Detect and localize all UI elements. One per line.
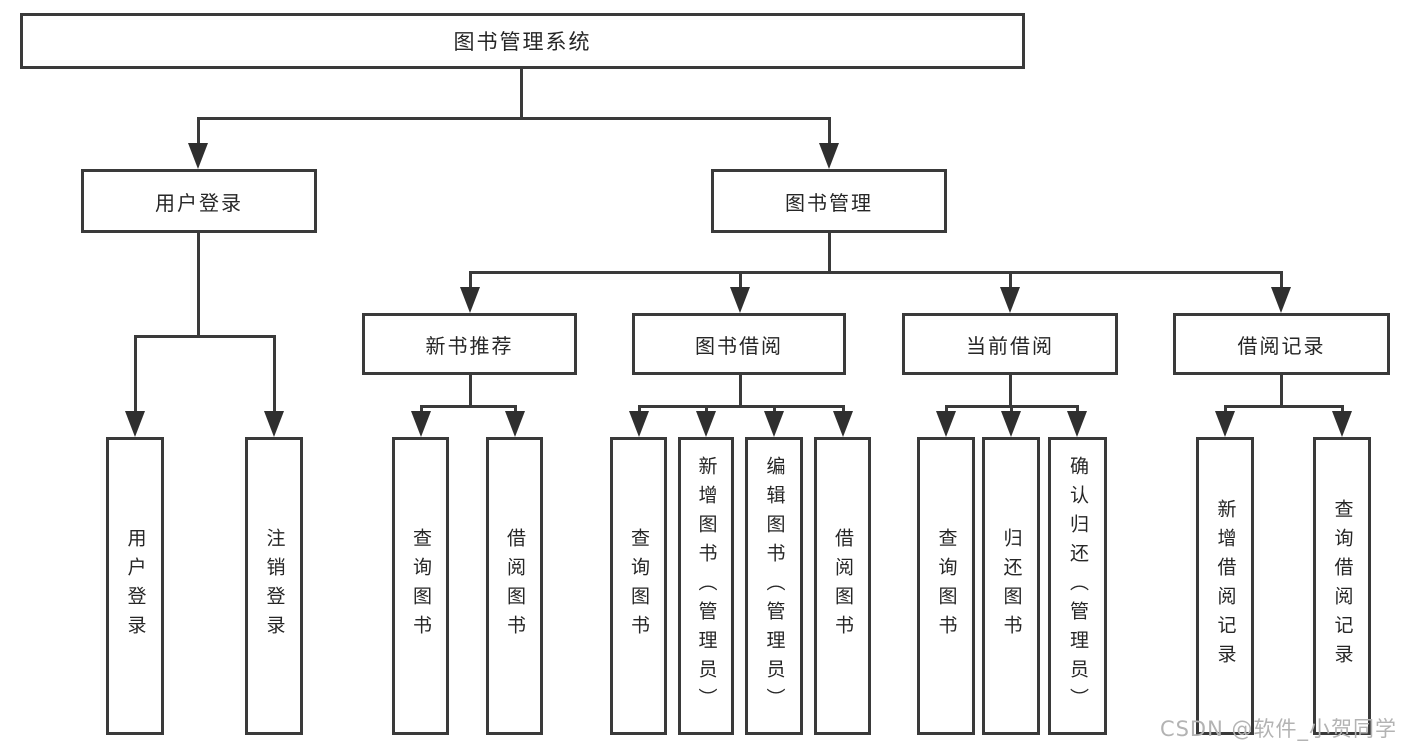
leaf-user-login: 用户登录 — [106, 437, 164, 735]
connector-root-stem — [520, 69, 523, 119]
connector-root-rail — [197, 117, 831, 120]
leaf-add-books-admin: 新增图书（管理员） — [678, 437, 734, 735]
arrow-current-leaf2 — [1001, 411, 1021, 437]
arrow-recommend-leaf2 — [505, 411, 525, 437]
node-current-borrow: 当前借阅 — [902, 313, 1118, 375]
leaf-logout: 注销登录 — [245, 437, 303, 735]
connector-borrow-stem — [739, 375, 742, 408]
watermark-text: CSDN @软件_小贺同学 — [1159, 717, 1397, 741]
connector-stem-leaf-logout — [273, 335, 276, 419]
connector-records-stem — [1280, 375, 1283, 408]
node-book-management: 图书管理 — [711, 169, 947, 233]
node-new-book-recommend: 新书推荐 — [362, 313, 577, 375]
arrow-to-borrow — [730, 287, 750, 313]
arrow-borrow-leaf2 — [696, 411, 716, 437]
connector-recommend-rail — [420, 405, 517, 408]
connector-current-stem — [1009, 375, 1012, 408]
leaf-add-borrow-record: 新增借阅记录 — [1196, 437, 1254, 735]
connector-stem-user-login — [197, 117, 200, 150]
leaf-borrow-books: 借阅图书 — [814, 437, 871, 735]
arrow-to-current — [1000, 287, 1020, 313]
connector-user-login-rail — [134, 335, 276, 338]
connector-stem-borrow — [739, 271, 742, 295]
leaf-edit-books-admin: 编辑图书（管理员） — [745, 437, 803, 735]
arrow-to-book-mgmt — [819, 143, 839, 169]
arrow-to-leaf-logout — [264, 411, 284, 437]
connector-stem-recommend — [469, 271, 472, 295]
arrow-records-leaf1 — [1215, 411, 1235, 437]
node-book-borrow: 图书借阅 — [632, 313, 846, 375]
arrow-to-records — [1271, 287, 1291, 313]
leaf-return-books: 归还图书 — [982, 437, 1040, 735]
arrow-recommend-leaf1 — [411, 411, 431, 437]
connector-borrow-rail — [638, 405, 845, 408]
node-user-login: 用户登录 — [81, 169, 317, 233]
arrow-to-user-login — [188, 143, 208, 169]
arrow-current-leaf3 — [1067, 411, 1087, 437]
node-root-system: 图书管理系统 — [20, 13, 1025, 69]
leaf-query-books-current: 查询图书 — [917, 437, 975, 735]
node-borrow-records: 借阅记录 — [1173, 313, 1390, 375]
leaf-query-books-recommend: 查询图书 — [392, 437, 449, 735]
leaf-borrow-books-recommend: 借阅图书 — [486, 437, 543, 735]
connector-stem-current — [1009, 271, 1012, 295]
leaf-query-borrow-record: 查询借阅记录 — [1313, 437, 1371, 735]
connector-book-mgmt-stem — [828, 233, 831, 274]
connector-book-mgmt-rail — [469, 271, 1283, 274]
arrow-to-recommend — [460, 287, 480, 313]
leaf-confirm-return-admin: 确认归还（管理员） — [1048, 437, 1107, 735]
arrow-current-leaf1 — [936, 411, 956, 437]
connector-stem-book-mgmt — [828, 117, 831, 150]
connector-records-rail — [1224, 405, 1343, 408]
connector-stem-leaf-login — [134, 335, 137, 419]
leaf-query-books-borrow: 查询图书 — [610, 437, 667, 735]
arrow-borrow-leaf3 — [764, 411, 784, 437]
connector-recommend-stem — [469, 375, 472, 408]
arrow-borrow-leaf4 — [833, 411, 853, 437]
arrow-borrow-leaf1 — [629, 411, 649, 437]
arrow-records-leaf2 — [1332, 411, 1352, 437]
connector-stem-records — [1280, 271, 1283, 295]
connector-user-login-stem — [197, 233, 200, 338]
arrow-to-leaf-login — [125, 411, 145, 437]
